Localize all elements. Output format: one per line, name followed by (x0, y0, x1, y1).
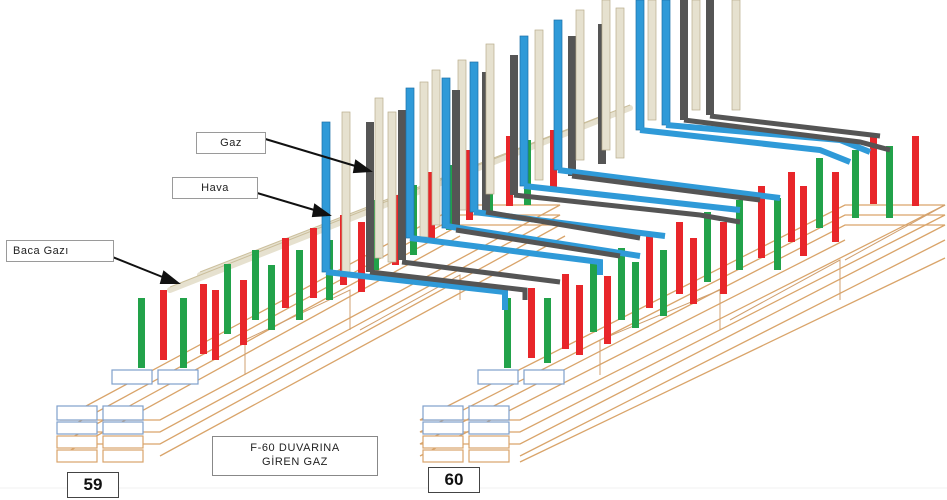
box-stack-59 (56, 369, 199, 463)
callout-arrows (99, 137, 373, 284)
flue-gas-label: Baca Gazı (6, 240, 114, 262)
box-stack-60 (422, 369, 565, 463)
unit-60-label: 60 (428, 467, 480, 493)
burners-60 (504, 134, 919, 368)
risers-60 (635, 0, 741, 131)
note-line-1: F-60 DUVARINA (250, 442, 340, 454)
air-label: Hava (172, 177, 258, 199)
gas-headers (369, 113, 891, 300)
gas-entering-wall-note: F-60 DUVARINA GİREN GAZ (212, 436, 378, 476)
gas-label: Gaz (196, 132, 266, 154)
unit-59-label: 59 (67, 472, 119, 498)
note-line-2: GİREN GAZ (262, 456, 328, 468)
risers-59 (321, 0, 625, 273)
air-headers (325, 122, 872, 310)
